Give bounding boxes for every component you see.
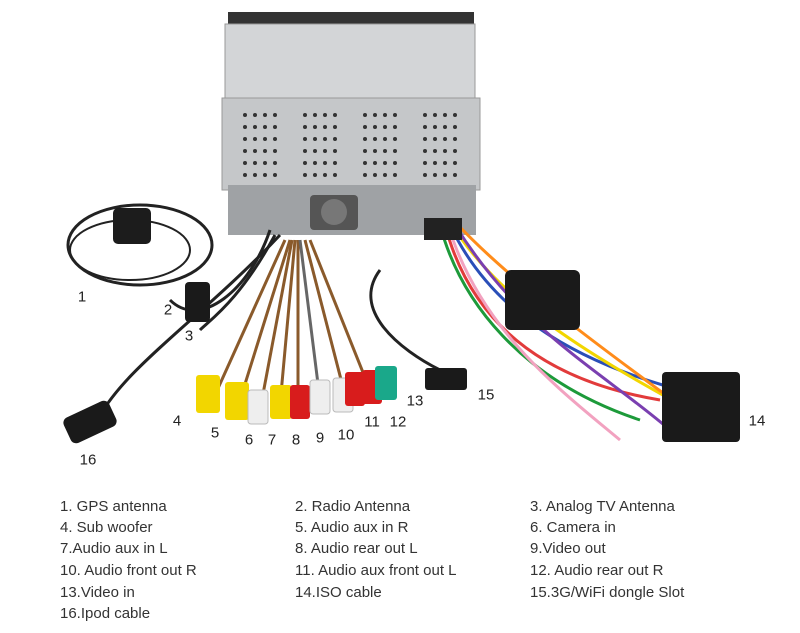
callout-number: 2: [163, 301, 173, 319]
legend-item: 7.Audio aux in L: [60, 540, 168, 557]
callout-number: 14: [748, 412, 766, 430]
head-unit-photo: [63, 12, 740, 444]
legend-item: 5. Audio aux in R: [295, 519, 409, 536]
legend-item: 16.Ipod cable: [60, 605, 151, 622]
callout-number: 4: [172, 412, 182, 430]
head-unit-chassis: [221, 12, 481, 235]
rca-plugs: [196, 366, 397, 425]
callout-number: 3: [184, 327, 194, 345]
callout-number: 5: [210, 424, 220, 442]
callout-number: 16: [79, 451, 97, 469]
tv-antenna-plug: [185, 282, 210, 322]
usb-dongle-connector: [425, 368, 467, 390]
legend-item: 14.ISO cable: [295, 584, 382, 601]
legend-item: 12. Audio rear out R: [530, 562, 664, 579]
callout-number: 11: [364, 413, 380, 431]
vent-holes: [243, 113, 457, 177]
legend-item: 9.Video out: [530, 540, 606, 557]
legend-item: 8. Audio rear out L: [295, 540, 418, 557]
callout-number: 7: [267, 431, 277, 449]
callout-number: 10: [337, 426, 355, 444]
callout-number: 12: [389, 413, 407, 431]
callout-number: 13: [406, 392, 424, 410]
legend-item: 15.3G/WiFi dongle Slot: [530, 584, 685, 601]
legend-item: 11. Audio aux front out L: [295, 562, 457, 579]
legend-item: 2. Radio Antenna: [295, 498, 411, 515]
legend-item: 6. Camera in: [530, 519, 616, 536]
callout-number: 15: [477, 386, 495, 404]
callout-number: 8: [291, 431, 301, 449]
legend-item: 10. Audio front out R: [60, 562, 197, 579]
callout-number: 9: [315, 429, 325, 447]
callout-number: 6: [244, 431, 254, 449]
iso-box: [505, 270, 580, 330]
iso-connector: [662, 372, 740, 442]
gps-antenna: [66, 203, 214, 287]
ipod-connector: [63, 400, 117, 444]
callout-number: 1: [77, 288, 87, 306]
harness-plug: [424, 218, 462, 240]
legend-item: 4. Sub woofer: [60, 519, 153, 536]
legend-item: 13.Video in: [60, 584, 135, 601]
legend-item: 1. GPS antenna: [60, 498, 167, 515]
legend-item: 3. Analog TV Antenna: [530, 498, 675, 515]
